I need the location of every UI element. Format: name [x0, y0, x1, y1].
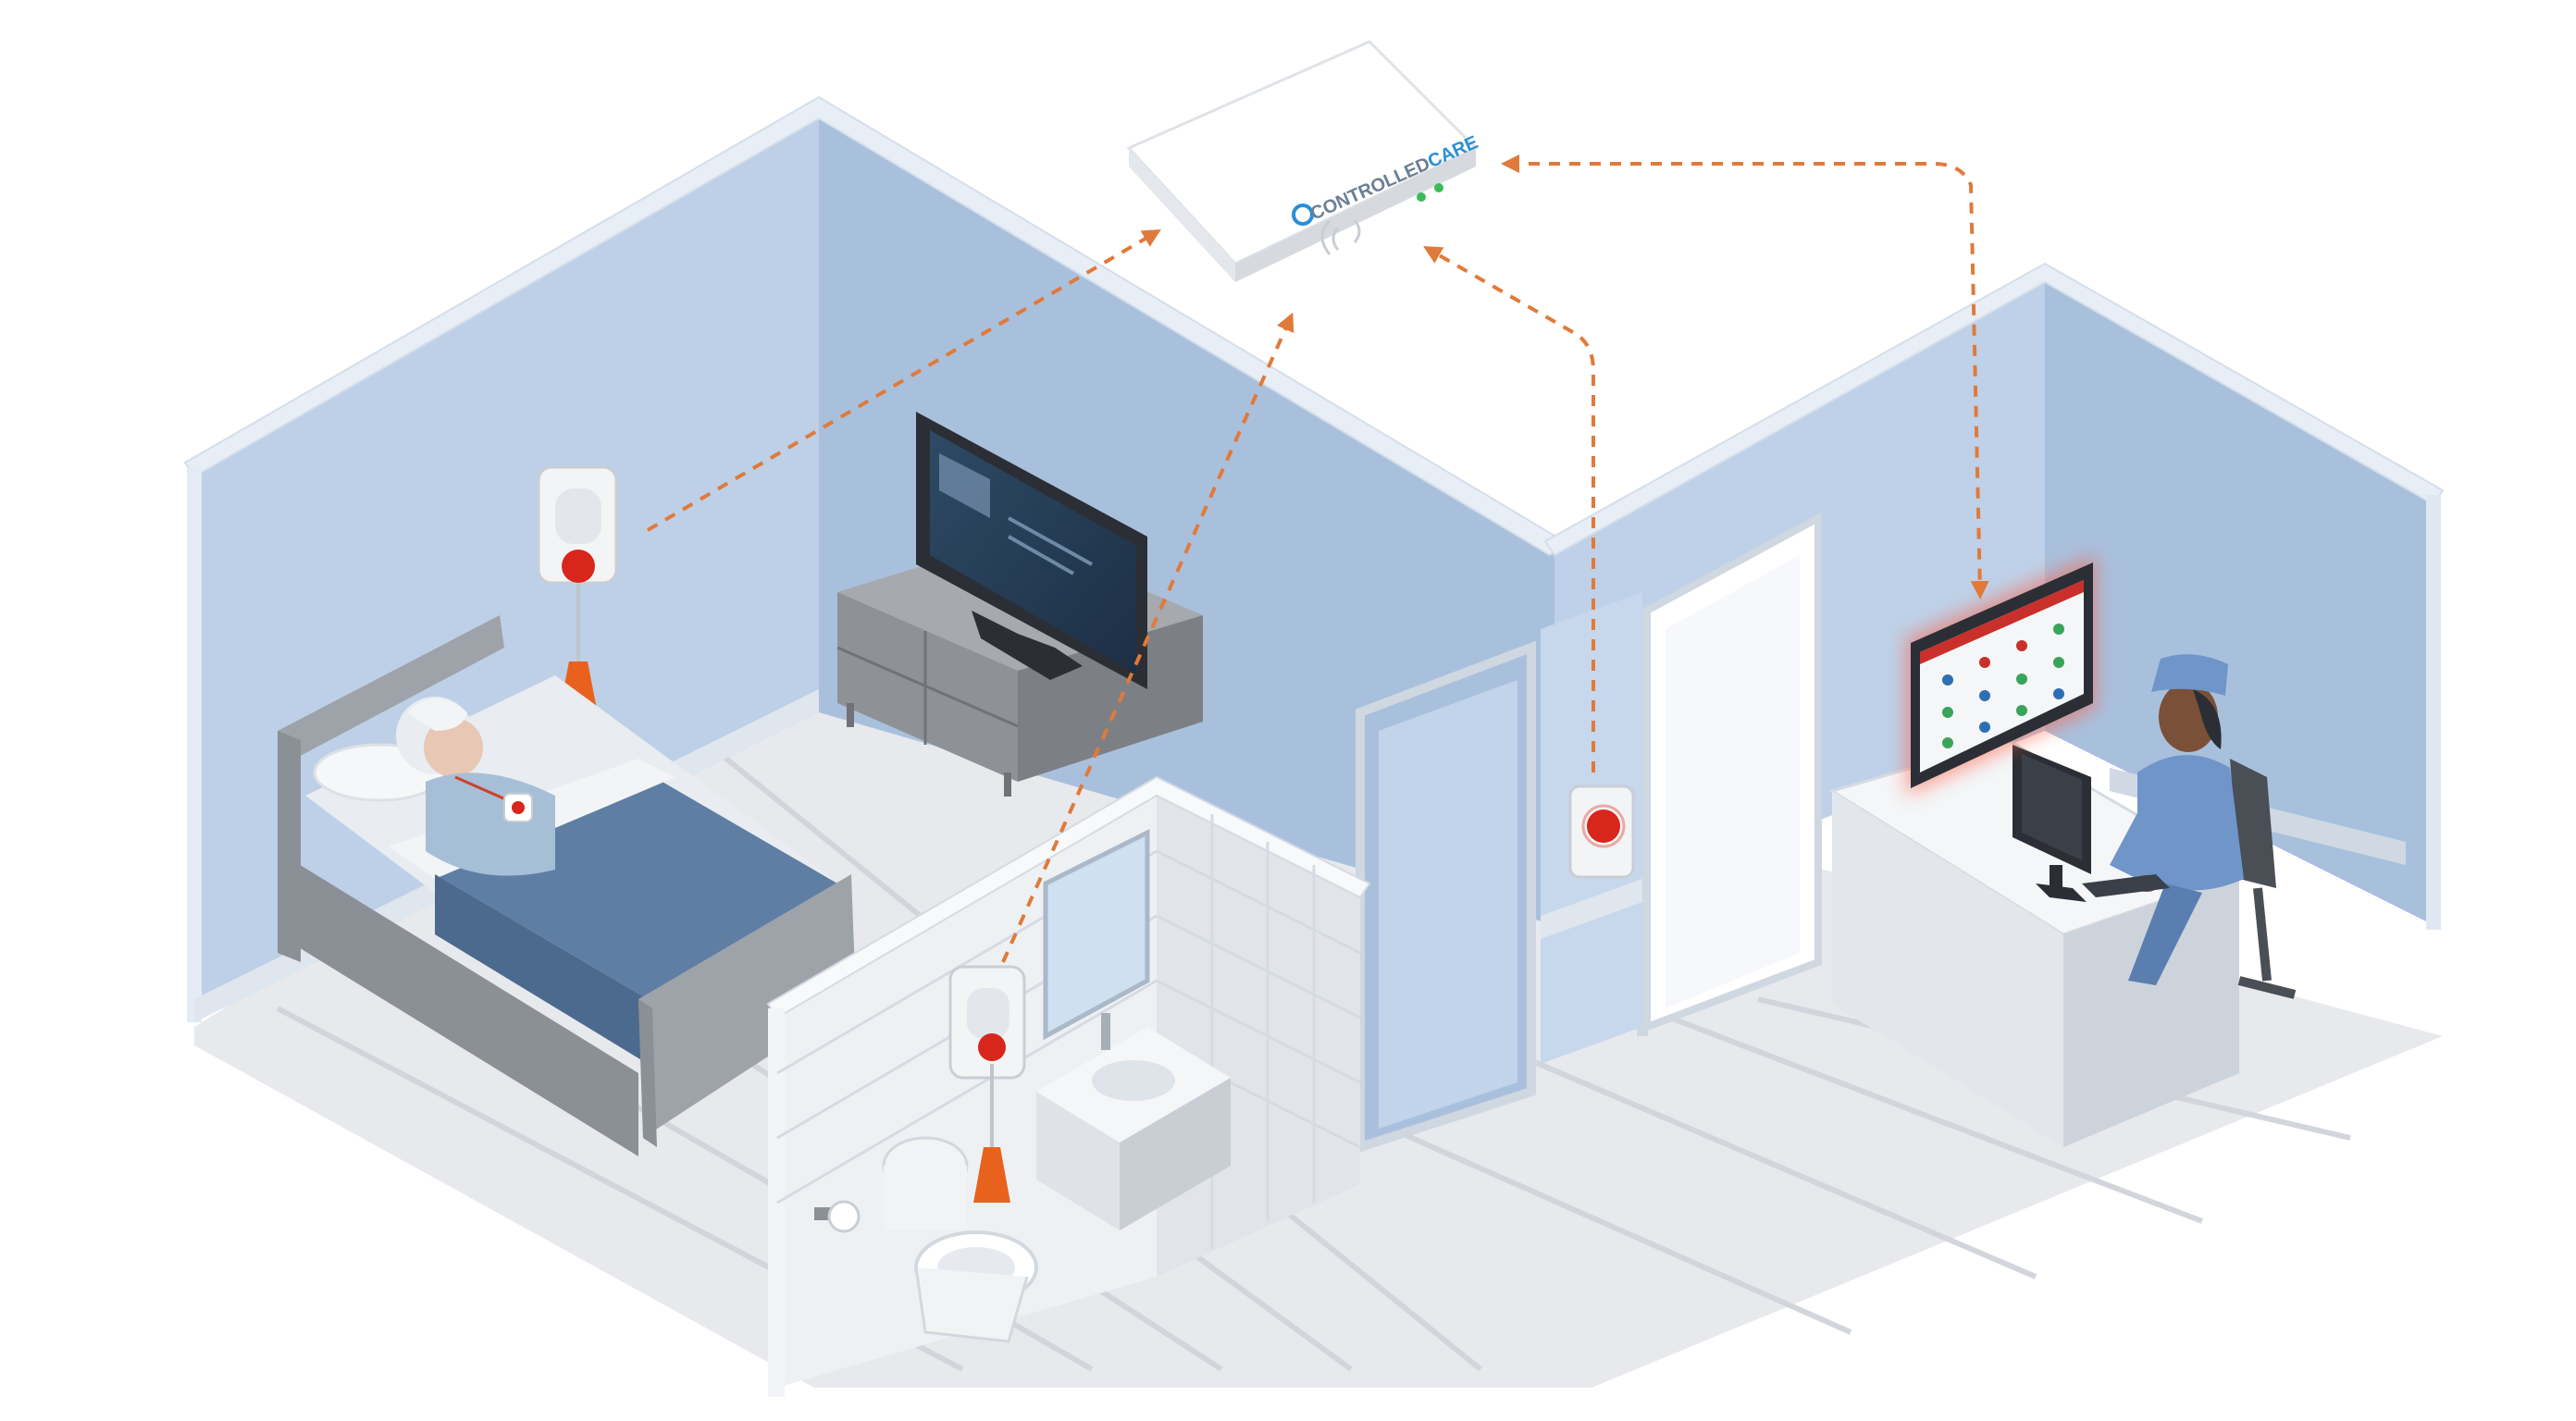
connection-lines	[646, 154, 1989, 963]
hub-to-monitor-line	[1501, 154, 1989, 599]
pull-cord-handle[interactable]	[973, 1147, 1010, 1203]
bathroom-call-point[interactable]	[948, 965, 1026, 1203]
alarm-dashboard-screen	[1920, 580, 2084, 772]
television	[916, 412, 1147, 689]
pendant-button-icon[interactable]	[512, 801, 525, 814]
status-light-icon	[1434, 183, 1443, 192]
resident	[313, 697, 555, 876]
dashboard-tiles	[1942, 624, 2064, 748]
desk-computer	[2012, 745, 2170, 902]
alarm-button-icon[interactable]	[978, 1033, 1006, 1061]
alarm-button-icon[interactable]	[562, 550, 595, 583]
brand-plus-icon	[1292, 204, 1314, 226]
wall-monitor	[1906, 555, 2096, 796]
bathroom-doorway	[1356, 592, 1642, 1154]
status-light-icon	[1417, 192, 1426, 202]
alarm-button-icon[interactable]	[1587, 809, 1620, 843]
controlledcare-hub[interactable]: CONTROLLEDCARE	[1126, 40, 1481, 282]
bedroom-to-hub-line	[646, 229, 1161, 532]
wireless-signal-icon	[1320, 219, 1361, 255]
corridor-call-point[interactable]	[1568, 785, 1635, 879]
bathroom	[766, 775, 1371, 1397]
nurse-chair	[2230, 759, 2297, 999]
corridor-doorway	[1637, 512, 1822, 1036]
bathroom-to-hub-line	[1001, 312, 1294, 963]
